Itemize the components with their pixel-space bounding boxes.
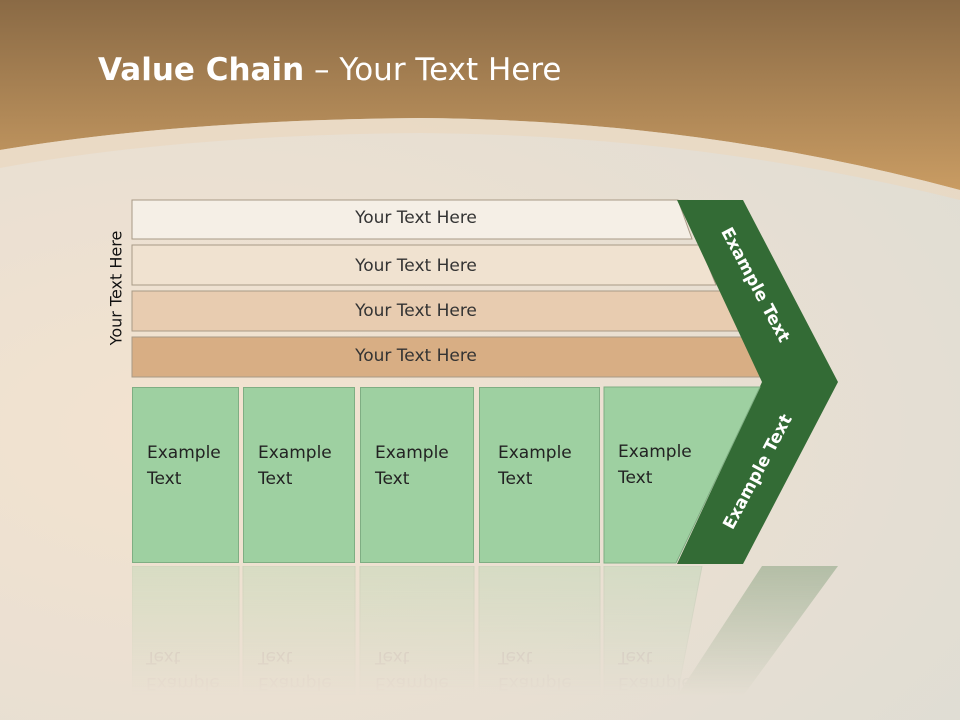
box-line: Example <box>375 443 449 463</box>
box-line: Example <box>375 673 449 693</box>
support-band-1 <box>131 199 693 240</box>
slide-title: Value Chain – Your Text Here <box>98 52 561 88</box>
box-line: Example <box>258 673 332 693</box>
box-line: Example <box>498 443 572 463</box>
reflection: Example Text Example Text Example Text Exam… <box>132 566 852 696</box>
margin-chevron <box>677 200 838 564</box>
reflection-text-3: Example Text <box>375 644 449 696</box>
box-line: Text <box>618 468 653 488</box>
title-rest: – Your Text Here <box>304 52 562 88</box>
header-band <box>0 0 960 200</box>
box-line: Example <box>147 443 221 463</box>
box-line: Text <box>375 647 410 667</box>
reflection-text-1: Example Text <box>146 644 220 696</box>
box-line: Example <box>146 673 220 693</box>
box-line: Text <box>258 469 293 489</box>
reflection-text-5: Example Text <box>618 644 692 696</box>
box-line: Example <box>498 673 572 693</box>
primary-box-5 <box>603 386 761 564</box>
reflection-text-4: Example Text <box>498 644 572 696</box>
support-band-label-3: Your Text Here <box>355 301 477 321</box>
box-line: Example <box>618 673 692 693</box>
box-line: Text <box>618 647 653 667</box>
reflection-text-2: Example Text <box>258 644 332 696</box>
reflection-shapes <box>132 566 838 696</box>
box-line: Text <box>258 647 293 667</box>
box-line: Text <box>498 469 533 489</box>
support-band-label-1: Your Text Here <box>355 208 477 228</box>
support-band-label-2: Your Text Here <box>355 256 477 276</box>
support-band-2 <box>131 244 717 286</box>
box-line: Example <box>258 443 332 463</box>
title-bold: Value Chain <box>98 52 305 88</box>
box-line: Text <box>146 647 181 667</box>
box-line: Example <box>618 442 692 462</box>
box-line: Text <box>375 469 410 489</box>
box-line: Text <box>147 469 182 489</box>
support-band-label-4: Your Text Here <box>355 346 477 366</box>
box-line: Text <box>498 647 533 667</box>
